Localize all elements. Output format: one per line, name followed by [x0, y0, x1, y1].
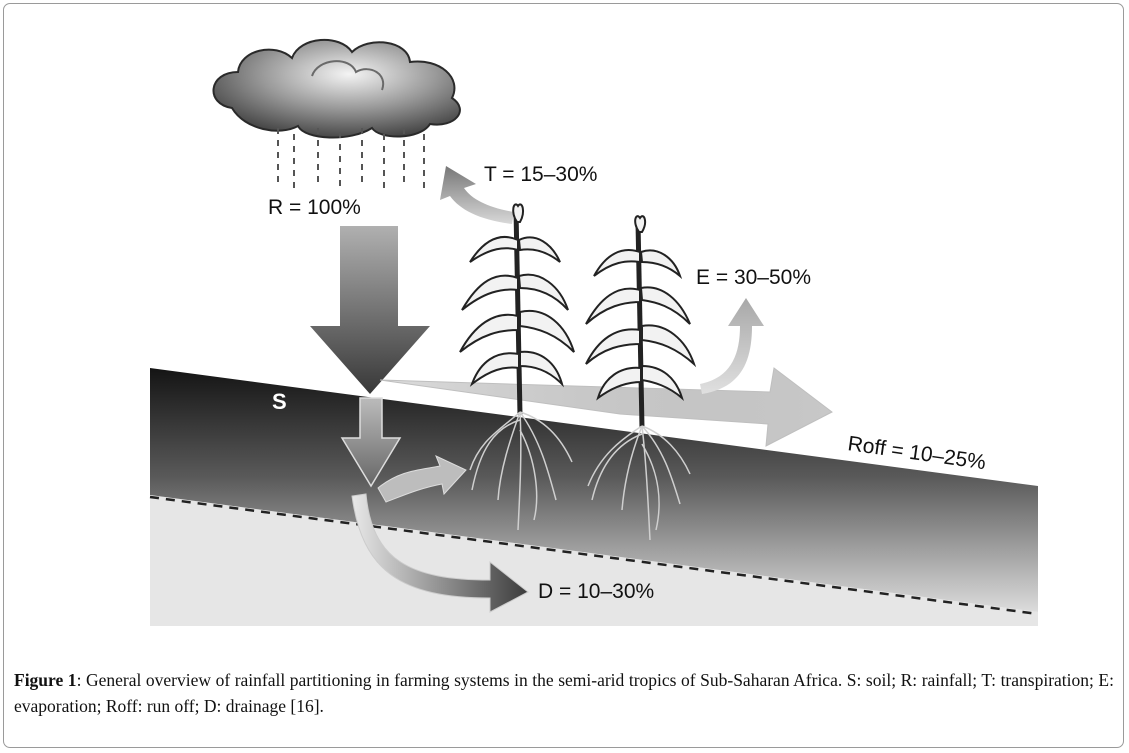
- caption-text: : General overview of rainfall partition…: [14, 670, 1114, 716]
- infiltration-arrow: [340, 397, 402, 488]
- figure-caption: Figure 1: General overview of rainfall p…: [14, 667, 1114, 719]
- transpiration-arrow: [440, 166, 514, 224]
- rainfall-label: R = 100%: [268, 196, 361, 219]
- soil-label: S: [272, 389, 287, 414]
- evaporation-arrow: [700, 298, 764, 394]
- rainfall-partition-diagram: R = 100% T = 15–30% E = 30–50% Roff = 10…: [149, 39, 1039, 626]
- maize-plant-1: [459, 203, 575, 531]
- runoff-arrow: [379, 367, 833, 447]
- evaporation-label: E = 30–50%: [696, 266, 811, 289]
- root-zone-boundary: [149, 495, 1039, 616]
- root-uptake-arrow: [377, 455, 467, 503]
- rain-drops: [277, 128, 425, 192]
- rainfall-arrow: [310, 226, 430, 394]
- cloud-icon: [212, 39, 461, 139]
- caption-prefix: Figure 1: [14, 670, 77, 690]
- drainage-arrow: [351, 493, 529, 613]
- maize-plant-2: [585, 215, 697, 541]
- transpiration-label: T = 15–30%: [484, 163, 597, 186]
- drainage-label: D = 10–30%: [538, 580, 654, 603]
